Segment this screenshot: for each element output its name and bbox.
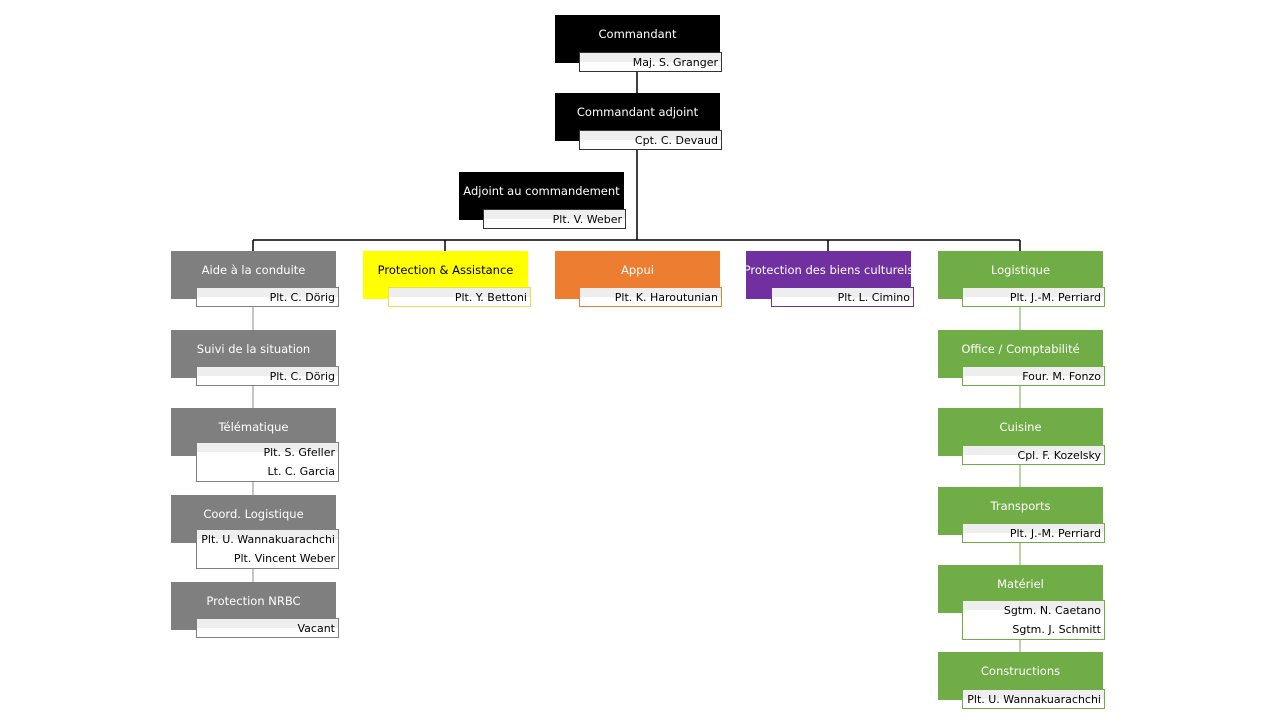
- person-name: Cpt. C. Devaud: [580, 131, 721, 149]
- names-transports: Plt. J.-M. Perriard: [962, 523, 1105, 543]
- names-logistique: Plt. J.-M. Perriard: [962, 287, 1105, 307]
- person-name: Maj. S. Granger: [580, 53, 721, 71]
- node-title: Aide à la conduite: [201, 263, 306, 277]
- node-title: Appui: [621, 263, 654, 277]
- node-title: Coord. Logistique: [203, 507, 304, 521]
- person-name: Plt. J.-M. Perriard: [963, 524, 1104, 542]
- node-title: Commandant adjoint: [576, 105, 699, 119]
- node-title: Protection & Assistance: [377, 263, 514, 277]
- names-coord-logistique: Plt. U. Wannakuarachchi Plt. Vincent Web…: [196, 529, 339, 569]
- person-name: Plt. S. Gfeller: [197, 443, 338, 461]
- person-name: Plt. C. Dörig: [197, 288, 338, 306]
- names-protection-nrbc: Vacant: [196, 618, 339, 638]
- names-aide-conduite: Plt. C. Dörig: [196, 287, 339, 307]
- node-title: Protection NRBC: [206, 594, 301, 608]
- node-title: Adjoint au commandement: [463, 184, 620, 198]
- names-commandant-adjoint: Cpt. C. Devaud: [579, 130, 722, 150]
- names-appui: Plt. K. Haroutunian: [579, 287, 722, 307]
- node-title: Cuisine: [999, 420, 1042, 434]
- person-name: Plt. Vincent Weber: [233, 552, 335, 565]
- person-name: Plt. J.-M. Perriard: [963, 288, 1104, 306]
- node-title: Logistique: [990, 263, 1051, 277]
- person-name: Plt. K. Haroutunian: [580, 288, 721, 306]
- person-name: Plt. C. Dörig: [197, 367, 338, 385]
- person-name: Vacant: [197, 619, 338, 637]
- node-title: Transports: [990, 499, 1051, 513]
- node-title: Protection des biens culturels: [743, 263, 914, 277]
- person-name: Plt. L. Cimino: [772, 288, 913, 306]
- names-commandant: Maj. S. Granger: [579, 52, 722, 72]
- names-protection-biens-culturels: Plt. L. Cimino: [771, 287, 914, 307]
- node-title: Commandant: [598, 27, 677, 41]
- names-cuisine: Cpl. F. Kozelsky: [962, 445, 1105, 465]
- names-protection-assistance: Plt. Y. Bettoni: [388, 287, 531, 307]
- names-constructions: Plt. U. Wannakuarachchi: [962, 689, 1105, 709]
- names-telematique: Plt. S. Gfeller Lt. C. Garcia: [196, 442, 339, 482]
- person-name: Sgtm. J. Schmitt: [1012, 623, 1101, 636]
- person-name: Plt. V. Weber: [484, 210, 625, 228]
- person-name: Cpl. F. Kozelsky: [963, 446, 1104, 464]
- person-name: Sgtm. N. Caetano: [963, 601, 1104, 619]
- names-materiel: Sgtm. N. Caetano Sgtm. J. Schmitt: [962, 600, 1105, 640]
- names-office-comptabilite: Four. M. Fonzo: [962, 366, 1105, 386]
- node-title: Télématique: [218, 420, 289, 434]
- node-title: Matériel: [997, 577, 1044, 591]
- names-adjoint-commandement: Plt. V. Weber: [483, 209, 626, 229]
- person-name: Plt. Y. Bettoni: [389, 288, 530, 306]
- node-title: Office / Comptabilité: [961, 342, 1080, 356]
- node-title: Constructions: [980, 664, 1061, 678]
- person-name: Plt. U. Wannakuarachchi: [963, 690, 1104, 708]
- person-name: Plt. U. Wannakuarachchi: [197, 530, 338, 548]
- node-title: Suivi de la situation: [196, 342, 311, 356]
- names-suivi-situation: Plt. C. Dörig: [196, 366, 339, 386]
- person-name: Four. M. Fonzo: [963, 367, 1104, 385]
- person-name: Lt. C. Garcia: [267, 465, 336, 478]
